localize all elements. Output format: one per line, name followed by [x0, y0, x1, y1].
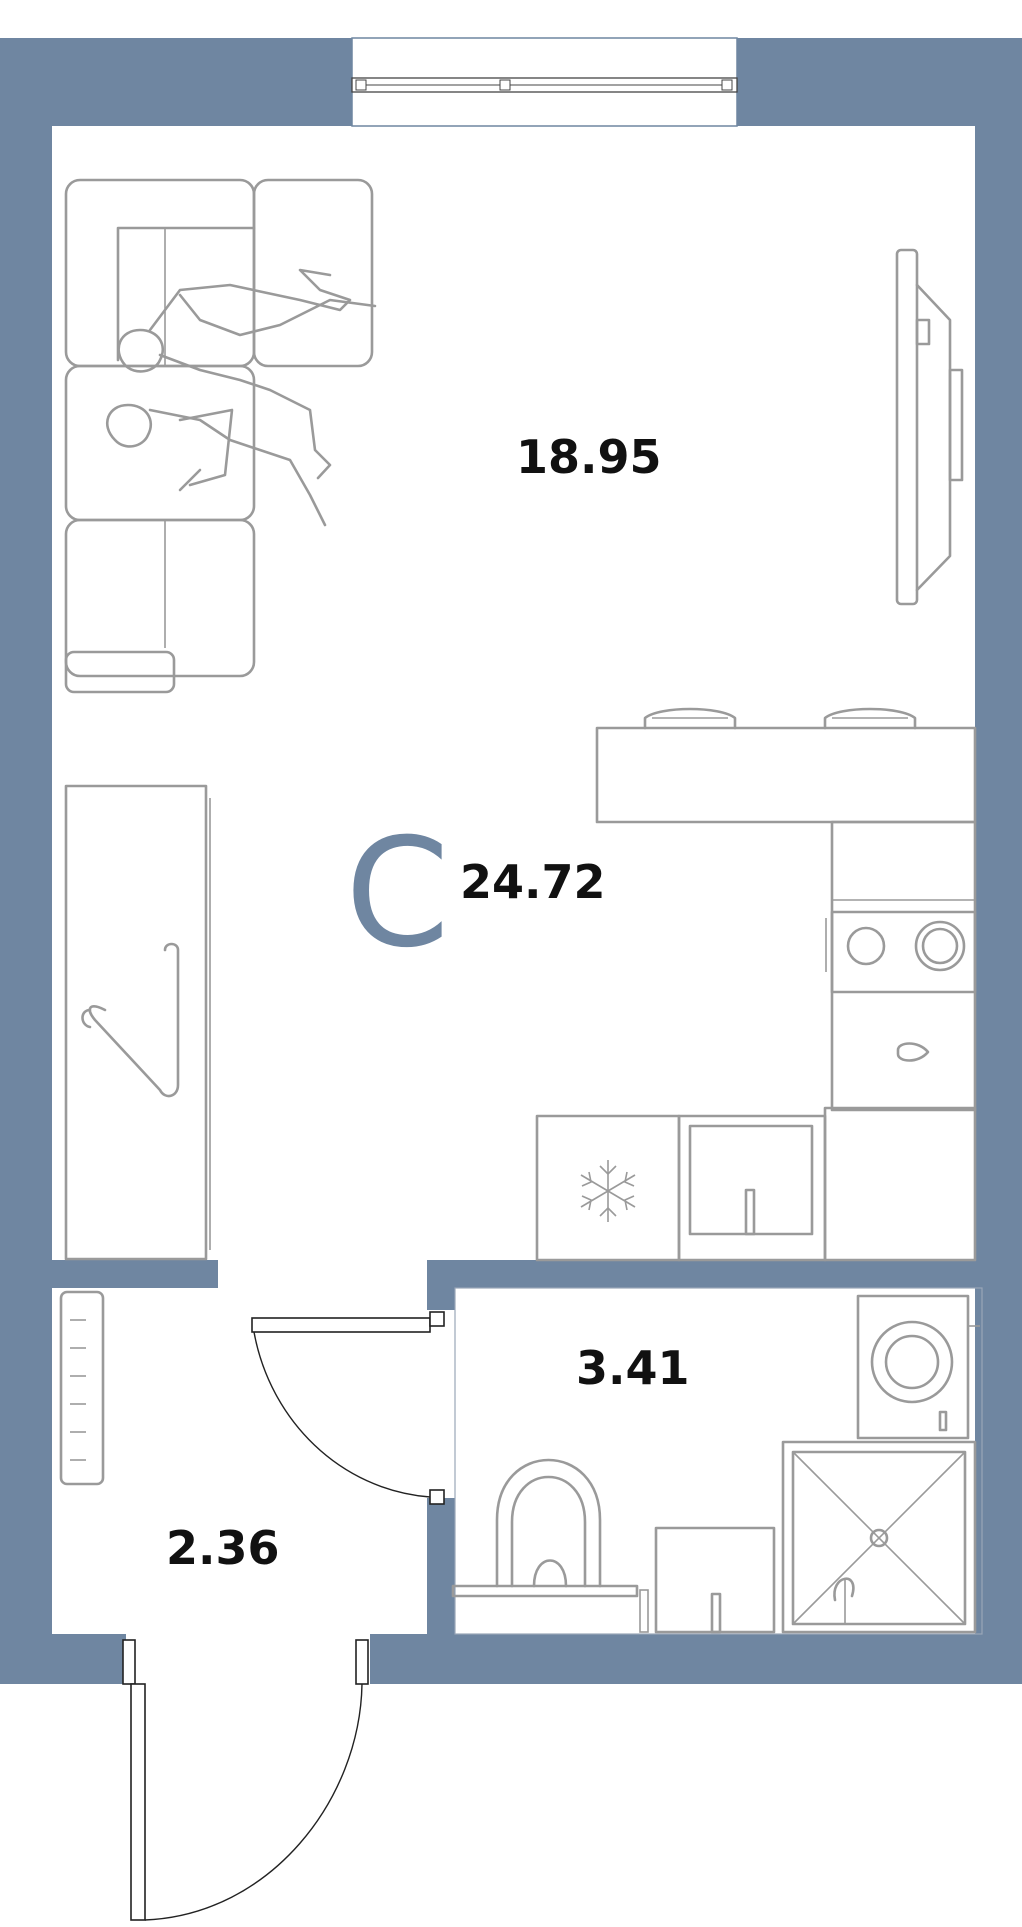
tv-icon — [895, 248, 964, 606]
oven-icon — [896, 1042, 930, 1062]
bathroom-fixtures — [451, 1287, 983, 1635]
living-room-area-label: 18.95 — [516, 430, 662, 484]
people-icon — [105, 268, 377, 527]
door-icon — [122, 1639, 369, 1921]
snowflake-icon — [580, 1160, 636, 1222]
fridge-icon — [580, 1160, 636, 1222]
toilet-icon — [451, 1458, 649, 1633]
total-area-label: 24.72 — [460, 855, 606, 909]
radiator-icon — [59, 1290, 105, 1486]
washing-machine-icon — [856, 1294, 980, 1440]
window-icon — [351, 37, 738, 127]
hanger-icon — [81, 942, 180, 1098]
apartment-type-label: С — [345, 807, 450, 981]
bathroom-area-label: 3.41 — [576, 1341, 690, 1395]
walls — [0, 38, 1022, 1684]
door-icon — [251, 1311, 445, 1505]
sofa-icon — [64, 178, 374, 694]
sink-icon — [688, 1124, 814, 1236]
stool-icon — [643, 707, 737, 730]
stool-icon — [823, 707, 917, 730]
stove-icon — [825, 910, 977, 994]
sink-icon — [654, 1526, 776, 1634]
hallway-area-label: 2.36 — [166, 1521, 280, 1575]
kitchen-counter-icon — [535, 726, 977, 1262]
shower-icon — [781, 1440, 977, 1634]
wardrobe-icon — [64, 784, 211, 1261]
